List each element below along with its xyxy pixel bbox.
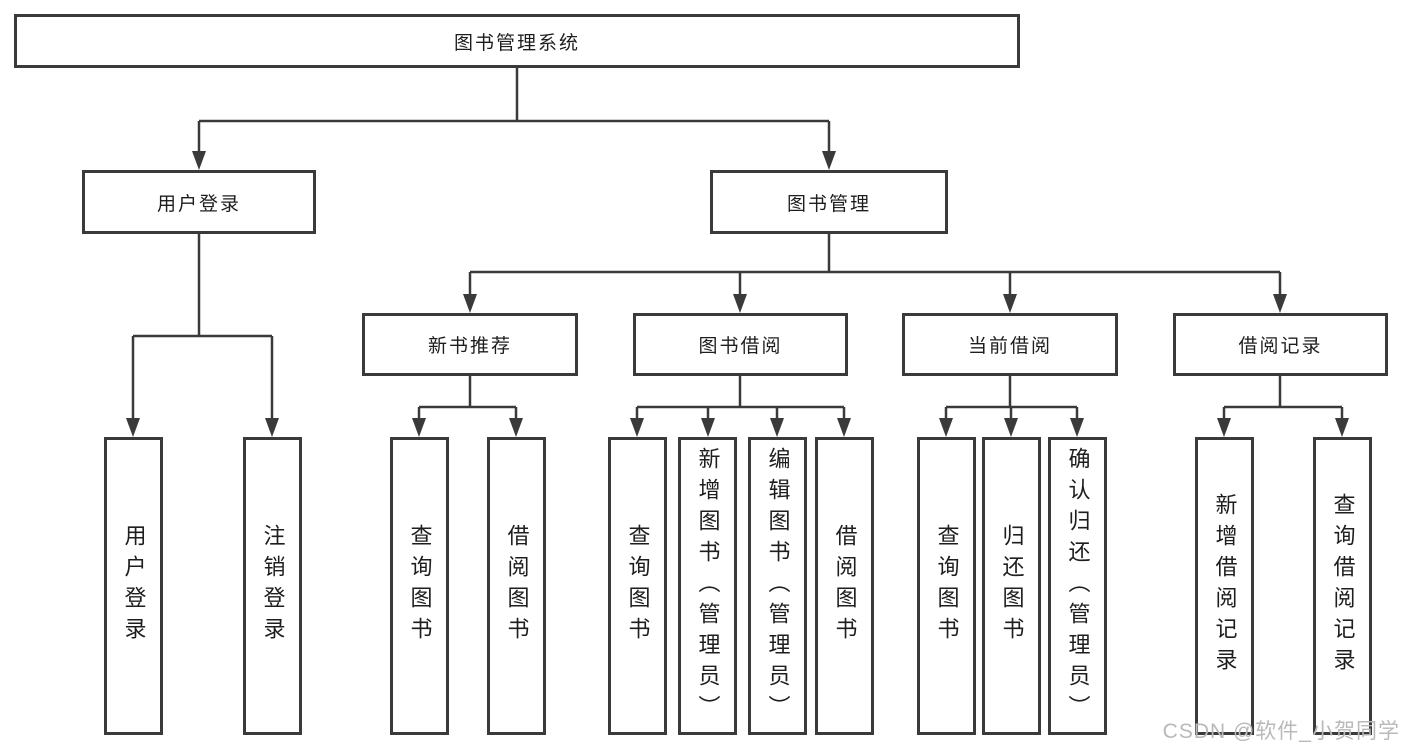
node-user-login: 用户登录: [82, 170, 316, 234]
leaf-label: 用户登录: [121, 524, 147, 648]
node-label: 图书管理: [786, 193, 871, 215]
leaf-logout: 注销登录: [243, 437, 302, 735]
leaf-add-borrow-record: 新增借阅记录: [1195, 437, 1254, 735]
leaf-user-login: 用户登录: [104, 437, 163, 735]
leaf-label: 确认归还（管理员）: [1065, 446, 1091, 726]
node-label: 当前借阅: [967, 336, 1052, 357]
leaf-label: 新增借阅记录: [1212, 493, 1238, 679]
leaf-edit-book-admin: 编辑图书（管理员）: [748, 437, 807, 735]
leaf-borrow-book-borrowing: 借阅图书: [815, 437, 874, 735]
node-label: 新书推荐: [427, 336, 512, 357]
node-new-book-recommendation: 新书推荐: [362, 313, 578, 376]
leaf-query-borrow-record: 查询借阅记录: [1313, 437, 1372, 735]
leaf-query-book-recommend: 查询图书: [390, 437, 449, 735]
node-library-management-system: 图书管理系统: [14, 14, 1020, 68]
leaf-confirm-return-admin: 确认归还（管理员）: [1048, 437, 1107, 735]
arrowheads: [126, 151, 1349, 437]
leaf-label: 注销登录: [260, 524, 286, 648]
leaf-label: 查询借阅记录: [1330, 493, 1356, 679]
leaf-label: 借阅图书: [832, 524, 858, 648]
leaf-label: 编辑图书（管理员）: [765, 446, 791, 726]
node-label: 用户登录: [156, 193, 241, 215]
leaf-label: 新增图书（管理员）: [695, 446, 721, 726]
node-book-management: 图书管理: [710, 170, 948, 234]
leaf-label: 借阅图书: [504, 524, 530, 648]
leaf-label: 归还图书: [999, 524, 1025, 648]
node-label: 借阅记录: [1238, 336, 1323, 357]
node-label: 图书管理系统: [453, 32, 580, 54]
leaf-label: 查询图书: [625, 524, 651, 648]
leaf-return-book: 归还图书: [982, 437, 1041, 735]
csdn-watermark: CSDN @软件_小贺同学: [1162, 720, 1400, 743]
leaf-borrow-book-recommend: 借阅图书: [487, 437, 546, 735]
node-book-borrowing: 图书借阅: [633, 313, 848, 376]
leaf-query-book-current: 查询图书: [917, 437, 976, 735]
leaf-add-book-admin: 新增图书（管理员）: [678, 437, 737, 735]
node-borrowing-records: 借阅记录: [1173, 313, 1388, 376]
node-label: 图书借阅: [698, 336, 783, 357]
node-current-borrowing: 当前借阅: [902, 313, 1118, 376]
leaf-label: 查询图书: [934, 524, 960, 648]
leaf-label: 查询图书: [407, 524, 433, 648]
leaf-query-book-borrowing: 查询图书: [608, 437, 667, 735]
